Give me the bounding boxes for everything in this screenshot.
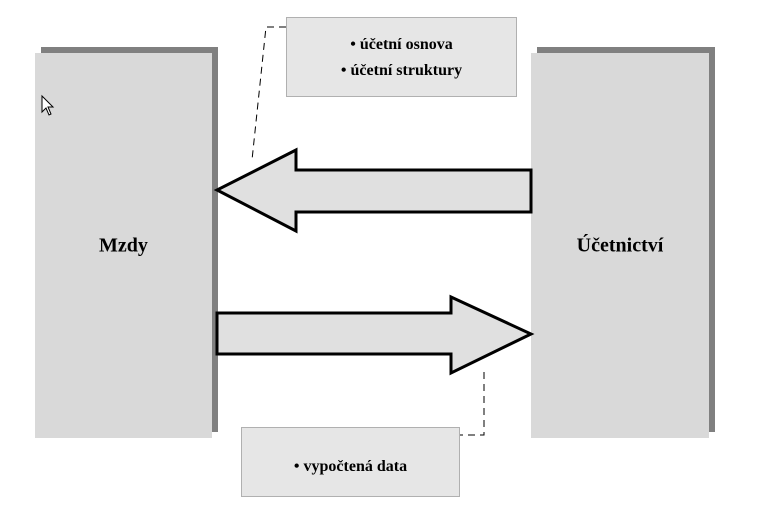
note-item-text: vypočtená data xyxy=(303,458,408,475)
callout-line-bottom xyxy=(460,372,485,436)
system-box-mzdy: Mzdy xyxy=(35,53,212,438)
arrow-to-ucetnictvi xyxy=(215,294,535,376)
callout-line-top xyxy=(251,26,286,161)
bullet-icon: • xyxy=(293,458,300,475)
note-item-text: účetní struktury xyxy=(350,62,463,79)
note-item: •vypočtená data xyxy=(242,454,459,480)
note-flow-to-mzdy: •účetní osnova •účetní struktury xyxy=(286,17,517,97)
system-label-ucetnictvi: Účetnictví xyxy=(576,234,664,256)
note-item-text: účetní osnova xyxy=(359,36,453,53)
note-item: •účetní osnova xyxy=(287,32,516,58)
system-label-mzdy: Mzdy xyxy=(99,234,148,256)
mouse-cursor-icon xyxy=(41,94,55,116)
bullet-icon: • xyxy=(340,62,347,79)
note-item: •účetní struktury xyxy=(287,58,516,84)
system-box-ucetnictvi: Účetnictví xyxy=(531,53,709,438)
note-flow-to-ucetnictvi: •vypočtená data xyxy=(241,427,460,497)
arrow-to-mzdy xyxy=(213,147,533,234)
bullet-icon: • xyxy=(350,36,356,53)
